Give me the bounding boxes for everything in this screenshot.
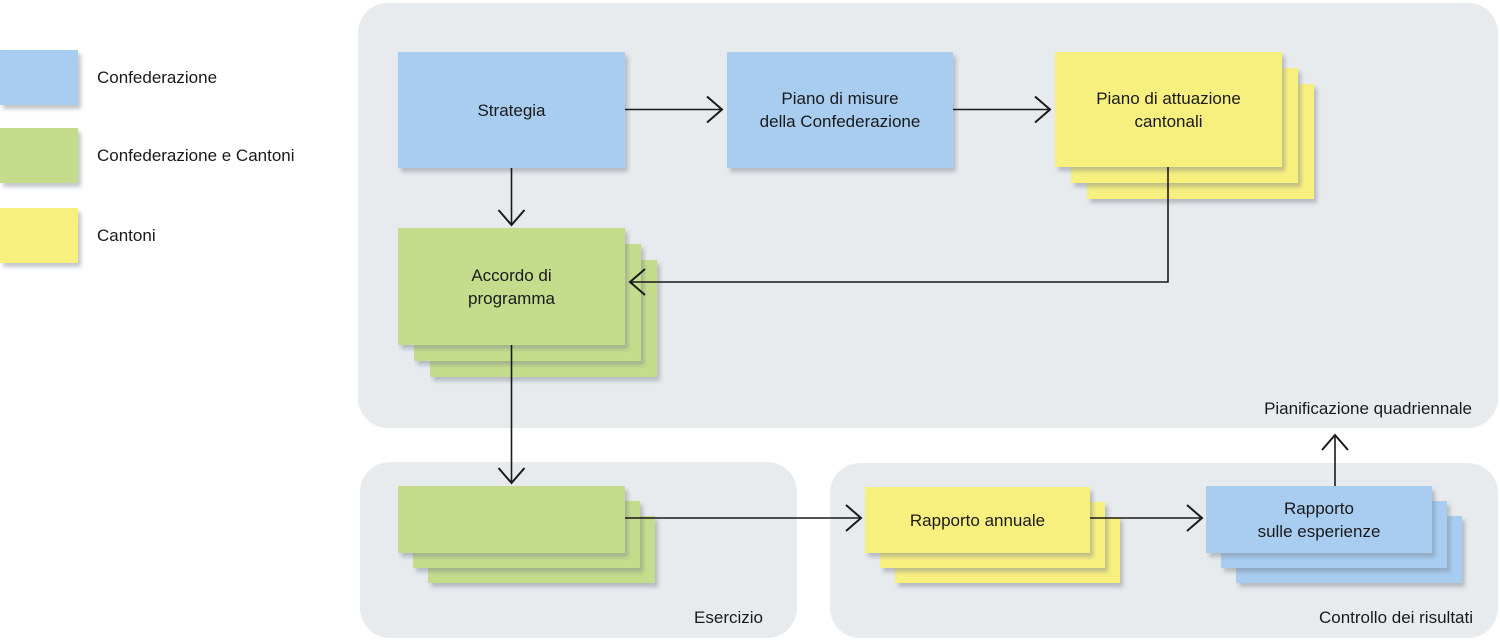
node-accordo-di-programma: Accordo di programma bbox=[398, 228, 657, 377]
legend-swatch-yellow bbox=[0, 208, 78, 263]
node-rapporto-annuale: Rapporto annuale bbox=[865, 487, 1120, 583]
legend-item-confederazione: Confederazione bbox=[0, 50, 217, 105]
node-piano-di-attuazione: Piano di attuazione cantonali bbox=[1055, 52, 1314, 199]
legend-swatch-blue bbox=[0, 50, 78, 105]
node-rapporto-sulle-esperienze: Rapporto sulle esperienze bbox=[1206, 486, 1462, 583]
node-label: Strategia bbox=[477, 100, 546, 120]
legend-label: Cantoni bbox=[97, 225, 156, 245]
region-label-results-control: Controllo dei risultati bbox=[1318, 608, 1473, 627]
legend-label: Confederazione bbox=[97, 67, 218, 87]
node-label: Piano di misure della Confederazione bbox=[759, 89, 921, 131]
stack-layer-front: Rapporto annuale bbox=[865, 487, 1090, 553]
region-label-exercise: Esercizio bbox=[694, 608, 763, 627]
node-piano-di-misure: Piano di misure della Confederazione bbox=[727, 52, 953, 168]
legend-swatch-green bbox=[0, 128, 78, 183]
legend-label: Confederazione e Cantoni bbox=[97, 145, 295, 165]
node-strategia: Strategia bbox=[398, 52, 625, 168]
legend-item-confederazione-e-cantoni: Confederazione e Cantoni bbox=[0, 128, 295, 183]
stack-layer-front bbox=[398, 486, 625, 553]
node-label: Rapporto annuale bbox=[909, 510, 1046, 530]
region-label-quadrennial-planning: Pianificazione quadriennale bbox=[1264, 399, 1472, 418]
stack-layer-front: Accordo di programma bbox=[398, 228, 625, 345]
node-label: Piano di attuazione cantonali bbox=[1096, 88, 1241, 131]
node-label: Accordo di programma bbox=[468, 265, 555, 308]
node-label: Rapporto sulle esperienze bbox=[1257, 498, 1381, 541]
stack-layer-front: Rapporto sulle esperienze bbox=[1206, 486, 1432, 553]
stack-layer-front: Piano di attuazione cantonali bbox=[1055, 52, 1282, 167]
node-esercizio-stack bbox=[398, 486, 655, 583]
legend-item-cantoni: Cantoni bbox=[0, 208, 156, 263]
